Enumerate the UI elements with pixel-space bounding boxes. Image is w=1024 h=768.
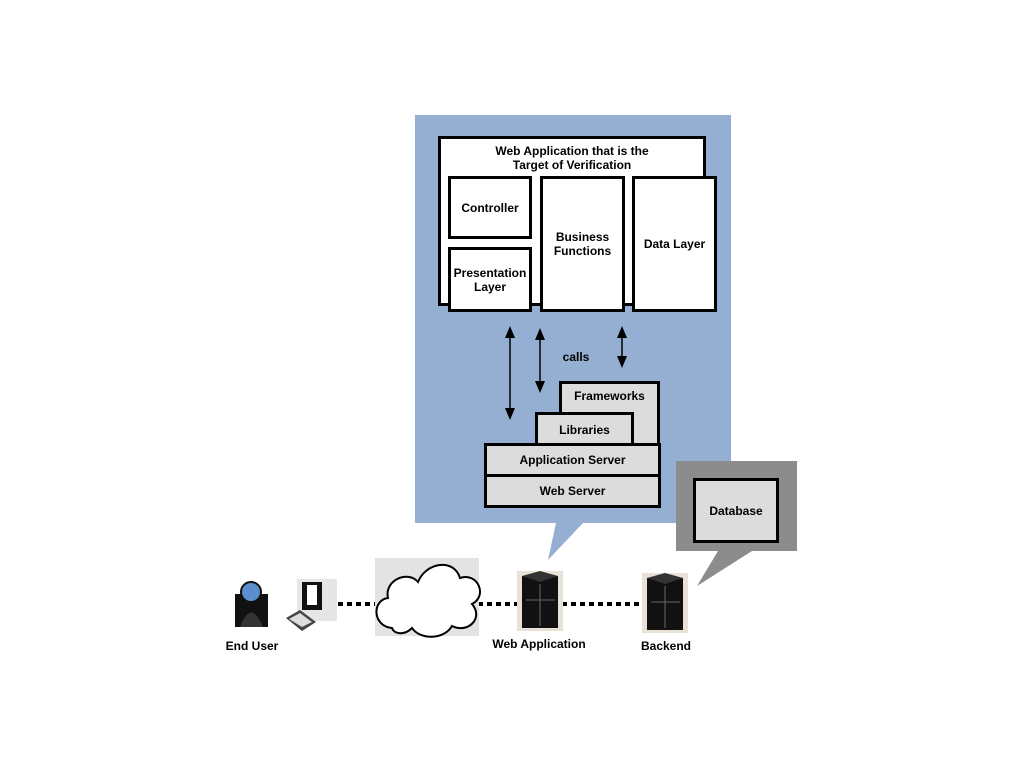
call-arrows xyxy=(505,326,627,420)
libraries-box: Libraries xyxy=(535,412,634,447)
business-functions-box: Business Functions xyxy=(540,176,625,312)
web-application-label: Web Application xyxy=(492,637,586,651)
application-server-box: Application Server xyxy=(484,443,661,477)
backend-server-icon xyxy=(642,573,688,633)
application-server-label: Application Server xyxy=(519,453,626,467)
web-server-label: Web Server xyxy=(539,484,606,498)
controller-box: Controller xyxy=(448,176,532,239)
end-user-label: End User xyxy=(225,639,279,653)
frameworks-label: Frameworks xyxy=(574,389,645,403)
data-layer-box: Data Layer xyxy=(632,176,717,312)
internet-cloud-icon xyxy=(375,558,481,638)
web-app-title: Web Application that is the Target of Ve… xyxy=(495,144,649,172)
web-server-box: Web Server xyxy=(484,474,661,508)
presentation-layer-box: Presentation Layer xyxy=(448,247,532,312)
controller-label: Controller xyxy=(461,200,519,215)
end-user-icon xyxy=(235,581,268,627)
data-layer-label: Data Layer xyxy=(643,237,706,251)
presentation-layer-label: Presentation Layer xyxy=(453,265,527,294)
business-functions-label: Business Functions xyxy=(553,230,612,258)
libraries-label: Libraries xyxy=(559,422,610,437)
workstation-icon xyxy=(286,579,337,631)
database-box: Database xyxy=(693,478,779,543)
backend-label: Backend xyxy=(640,639,692,653)
calls-label: calls xyxy=(562,350,590,364)
database-label: Database xyxy=(709,503,763,518)
web-server-icon xyxy=(517,571,563,631)
